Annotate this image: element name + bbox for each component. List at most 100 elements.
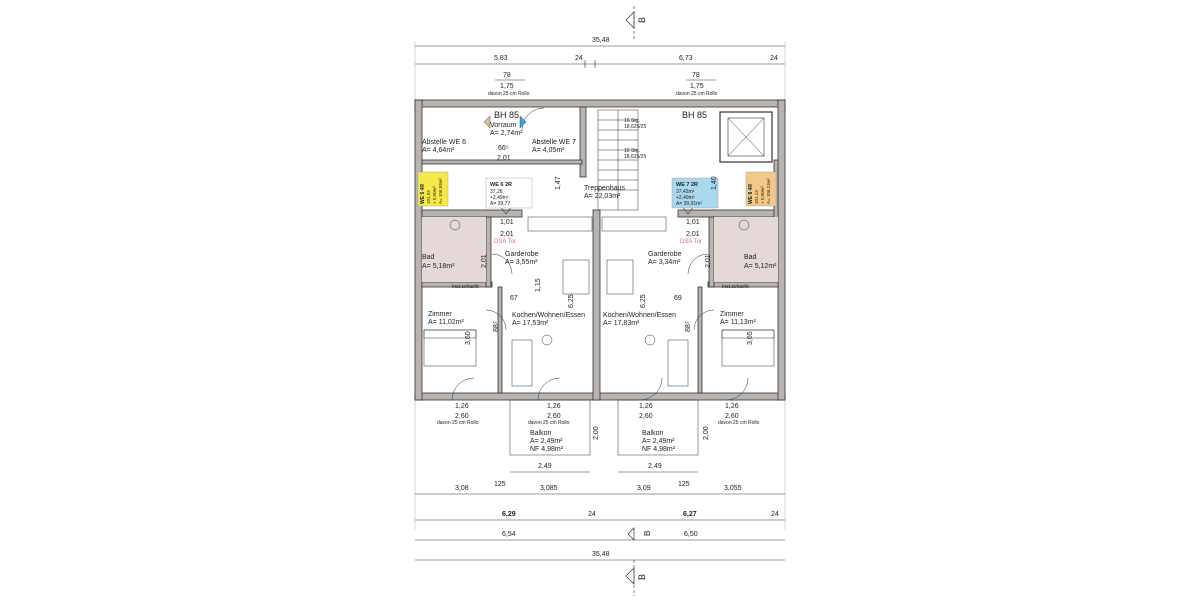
stairs-label-1: 16 Stg. — [624, 118, 640, 124]
room-treppenhaus-name: Treppenhaus — [584, 185, 625, 192]
room-bad-right-name: Bad — [744, 254, 757, 261]
bh85-right: BH 85 — [682, 110, 707, 120]
dim-window-78-left: 78 — [503, 72, 511, 79]
dim-625-right: 6,25 — [640, 294, 647, 308]
room-garderobe-right-area: A= 3,34m² — [648, 259, 681, 266]
dim-625-left: 6,25 — [568, 294, 575, 308]
tag-we7-l1: 37,42m² — [676, 189, 695, 195]
dim-885-right: 88⁵ — [685, 321, 692, 332]
room-balkon-left-area: A= 2,49m² — [530, 438, 563, 445]
elevator — [719, 111, 773, 163]
room-balkon-right-nf: NF 4,98m² — [642, 446, 676, 453]
dim-125-right: 125 — [678, 481, 690, 488]
room-abstelle6-area: A= 4,64m² — [422, 147, 455, 154]
dim-147: 1,47 — [555, 176, 562, 190]
room-balkon-right-name: Balkon — [642, 430, 664, 437]
dim-260-a: 2,60 — [455, 413, 469, 420]
dim-24-bottom-a: 24 — [588, 511, 596, 518]
inst-schacht-left: Inst.schacht — [452, 284, 479, 290]
rollo-a: davon 25 cm Rollo — [437, 420, 479, 426]
stairs-label-4: 18,625/25 — [624, 154, 646, 160]
dim-window-175-right: 1,75 — [690, 83, 704, 90]
tag-we8-l1: 101,13 — [754, 190, 759, 204]
dim-window-175-left: 1,75 — [500, 83, 514, 90]
door-swings — [451, 107, 749, 401]
tag-we5-l2: + 5,00m² — [432, 186, 437, 204]
dim-3085: 3,085 — [540, 485, 558, 492]
room-bad-right-area: A= 5,12m² — [744, 263, 777, 270]
room-kochen-left-name: Kochen/Wohnen/Essen — [512, 312, 585, 319]
rollo-d: davon 25 cm Rollo — [718, 420, 760, 426]
room-kochen-right-name: Kochen/Wohnen/Essen — [603, 312, 676, 319]
dim-126-b: 1,26 — [547, 403, 561, 410]
tag-we8: WE 8 4R 101,13 + 5,00m² A= 106,13m² — [745, 171, 777, 207]
dim-top-24a: 24 — [575, 55, 583, 62]
dim-260-b: 2,60 — [547, 413, 561, 420]
room-zimmer-right-area: A= 11,13m² — [720, 319, 757, 326]
dim-67: 67 — [510, 295, 518, 302]
dim-overall-top: 35,48 — [592, 37, 610, 44]
room-balkon-left-name: Balkon — [530, 430, 552, 437]
room-abstelle7-area: A= 4,05m² — [532, 147, 565, 154]
dim-top-right: 6,73 — [679, 55, 693, 62]
dim-vorraum-665: 66⁵ — [498, 145, 509, 152]
room-bad-left-area: A= 5,18m² — [422, 263, 455, 270]
dim-654: 6,54 — [502, 531, 516, 538]
tag-we8-l2: + 5,00m² — [760, 186, 765, 204]
room-garderobe-left-name: Garderobe — [505, 251, 539, 258]
dim-308: 3,08 — [455, 485, 469, 492]
room-vorraum-area: A= 2,74m² — [490, 130, 523, 137]
dim-balcony-249-right: 2,49 — [648, 463, 662, 470]
dim-126-a: 1,26 — [455, 403, 469, 410]
bath-floor-left — [422, 217, 486, 282]
dim-24-bottom-b: 24 — [771, 511, 779, 518]
tag-we6-l3: A= 39,77 — [490, 201, 510, 207]
room-bad-left-name: Bad — [422, 254, 435, 261]
dim-627: 6,27 — [683, 511, 697, 518]
dim-69: 69 — [674, 295, 682, 302]
rollo-note-top-left: davon 25 cm Rollo — [488, 91, 530, 97]
staircase — [597, 109, 639, 211]
section-marker-mid: B — [627, 527, 652, 541]
dim-door-201-right: 2,01 — [686, 231, 700, 238]
dim-vorraum-201: 2,01 — [497, 155, 511, 162]
dim-3055: 3,055 — [724, 485, 742, 492]
dim-201v-left: 2,01 — [481, 254, 488, 268]
dim-125-left: 125 — [494, 481, 506, 488]
dim-309: 3,09 — [637, 485, 651, 492]
door-marker-vorraum — [483, 115, 491, 129]
dim-top-left: 5,83 — [494, 55, 508, 62]
dim-260-d: 2,60 — [725, 413, 739, 420]
tag-we7: WE 7 2R 37,42m² +2,49m² A= 39,91m² — [671, 177, 719, 209]
room-balkon-left-nf: NF 4,98m² — [530, 446, 564, 453]
inst-schacht-right: Inst.schacht — [722, 284, 749, 290]
bh85-left: BH 85 — [494, 110, 519, 120]
dim-360: 3,60 — [465, 331, 472, 345]
dim-650: 6,50 — [684, 531, 698, 538]
tag-we6-l2: +2,49m² — [490, 195, 509, 201]
room-garderobe-left-area: A= 3,55m² — [505, 259, 538, 266]
tag-we7-l3: A= 39,91m² — [676, 201, 702, 207]
tag-we5-title: WE 5 4R — [420, 184, 426, 204]
dim-door-101-right: 1,01 — [686, 219, 700, 226]
room-balkon-right-area: A= 2,49m² — [642, 438, 675, 445]
section-marker-top: B — [625, 6, 647, 40]
section-label-bottom: B — [637, 574, 647, 580]
dim-door-101-left: 1,01 — [500, 219, 514, 226]
section-label-mid: B — [643, 531, 652, 536]
dim-window-78-right: 78 — [692, 72, 700, 79]
bottom-dimensions: 2,49 2,49 3,08 125 3,085 3,09 125 3,055 … — [415, 463, 785, 561]
tag-we6: WE 6 2R 37,28 +2,49m² A= 39,77 — [485, 177, 533, 209]
section-marker-bottom: B — [625, 560, 647, 596]
dim-top-24b: 24 — [770, 55, 778, 62]
furniture — [423, 216, 775, 387]
room-vorraum-name: Vorraum — [490, 122, 517, 129]
tag-we6-title: WE 6 2R — [490, 182, 512, 188]
rollo-note-top-right: davon 25 cm Rollo — [676, 91, 718, 97]
door-marker-blue — [519, 115, 527, 129]
tag-we7-l2: +2,49m² — [676, 195, 695, 201]
balconies — [509, 399, 699, 456]
dim-115: 1,15 — [535, 278, 542, 292]
room-abstelle6-name: Abstelle WE 6 — [422, 139, 466, 146]
